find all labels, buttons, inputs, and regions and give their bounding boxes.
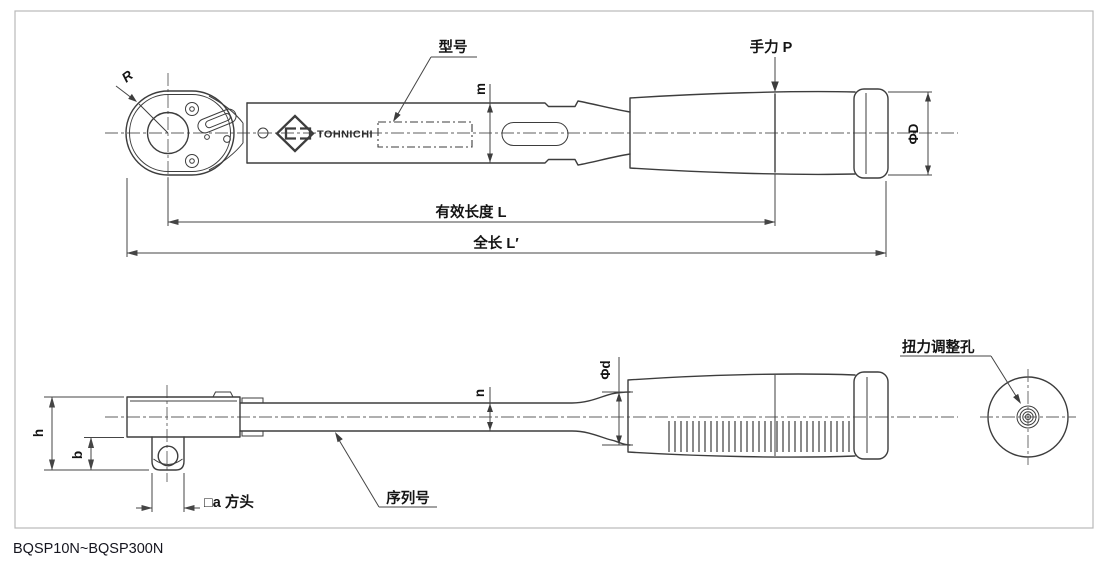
callout-radius: R [115,67,137,102]
torque-adjustment-arrowhead [1013,393,1021,404]
handle-outline [629,90,856,176]
handle-end-view [980,369,1076,465]
effective-length-label: 有效长度 L [436,203,507,221]
square-drive-chamfer-arc [153,458,183,465]
grip-handle-top [629,88,889,179]
h-label: h [31,429,46,437]
beam-hole [257,127,269,139]
beam-edges [246,100,631,166]
end-view-crosshairs [980,369,1076,465]
a-extension-lines [151,473,185,512]
phiD-label: ΦD [906,123,921,144]
bottom-view: h b □a 方头 序列号 n [31,338,1076,512]
brand-logo-text: TOHNICHI [317,130,373,141]
tohnichi-diamond-logo [275,114,315,153]
hand-force-arrowhead [771,81,779,92]
n-arrow-down [487,422,493,431]
beam-side-view [239,391,631,446]
torque-adjustment-hole-label: 扭力调整孔 [902,338,975,356]
diamond-inner-marks [284,127,312,140]
phiD-dimension-lines [888,91,932,176]
n-label: n [472,389,487,397]
square-drive-outline [151,436,185,471]
beam-window-slot [501,122,569,146]
beam-body: TOHNICHI [246,100,631,166]
phid-label: Φd [598,360,613,379]
lever-side-bump [212,391,234,398]
beam-clamp-tab-top [241,397,264,404]
head-pin-large [223,135,231,143]
phiD-arrow-up [925,92,931,102]
handle-side-view [627,371,889,460]
serial-number-label: 序列号 [386,489,430,507]
drive-pin-hole [157,445,179,467]
dimension-drive-projection-b: b [70,436,124,471]
n-arrow-up [487,403,493,412]
model-number-label: 型号 [439,38,468,56]
square-drive-label: □a 方头 [204,493,254,511]
knurling [668,421,850,452]
adjustment-hole-ring-1 [1016,405,1040,429]
serial-number-arrowhead [335,432,343,443]
model-number-box [377,121,473,148]
b-label: b [70,451,85,459]
callout-torque-adjustment-hole: 扭力调整孔 [900,338,1021,404]
h-extension-lines [44,396,149,471]
handle-side-end-cap [853,371,889,460]
top-view: TOHNICHI R 型号 m [105,38,958,257]
overall-length-extension-lines [126,178,887,257]
lever-slot [205,113,231,129]
m-arrow-up [487,103,493,113]
handle-end-cap [853,88,889,179]
ratchet-head [125,90,244,176]
screw-bottom-center [189,158,195,164]
dimension-head-height-h: h [31,396,149,471]
dimension-square-drive-a: □a 方头 [136,473,254,512]
head-pin-small [204,134,210,140]
ratchet-selector-lever [197,108,237,134]
overall-length-label: 全长 L′ [472,234,519,252]
dimension-shaft-diameter: Φd [598,357,633,446]
dimension-beam-height-m: m [473,83,493,163]
square-drive [151,436,185,471]
m-label: m [473,83,488,95]
radius-indicator-line [138,103,169,134]
phid-arrow-down [616,435,622,445]
hand-force-label: 手力 P [750,38,793,56]
serial-number-leader [338,439,437,508]
model-number-leader [394,56,477,120]
model-range-caption: BQSP10N~BQSP300N [13,541,163,557]
screw-top-center [189,106,195,112]
effective-length-extension-lines [167,174,776,226]
head-side-view [126,391,264,438]
screw-top [185,102,199,116]
m-arrow-down [487,153,493,163]
callout-model-number: 型号 [393,38,477,122]
torque-adjustment-leader [900,355,1017,397]
phid-arrow-up [616,392,622,402]
radius-arrowhead [128,93,137,102]
lever-outline [197,108,237,134]
callout-hand-force: 手力 P [750,38,793,92]
model-number-arrowhead [393,111,401,122]
callout-serial-number: 序列号 [335,432,437,508]
drive-socket-circle [146,111,190,155]
head-outline-inner [129,94,231,172]
phiD-arrow-down [925,165,931,175]
head-yoke [208,95,244,171]
beam-side-edges [239,391,631,446]
beam-clamp-tab-bottom [241,430,264,437]
head-outline-outer [125,90,235,176]
radius-label: R [119,67,136,85]
dimension-beam-thickness-n: n [472,387,493,431]
screw-bottom [185,154,199,168]
dimension-overall-length: 全长 L′ [126,178,887,257]
dimension-effective-length: 有效长度 L [167,174,776,226]
dimension-handle-diameter: ΦD [888,91,932,176]
drawing-frame [14,10,1094,529]
